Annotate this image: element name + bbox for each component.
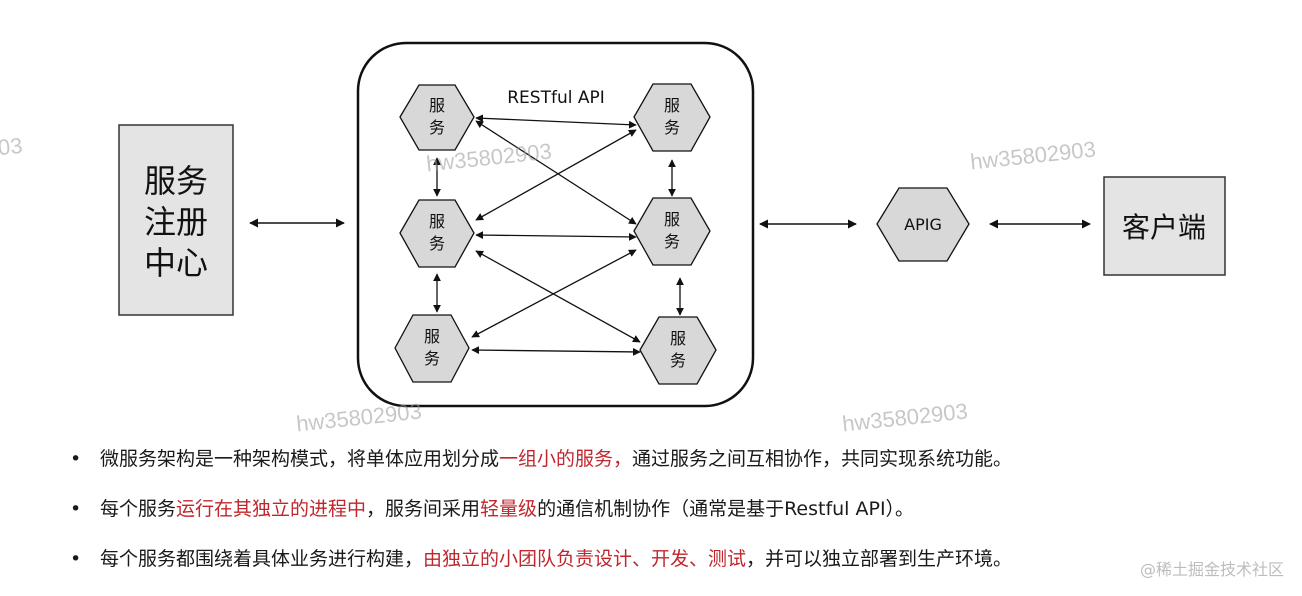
apig-label: APIG <box>904 215 942 234</box>
juejin-community-mark: @稀土掘金技术社区 <box>1139 560 1284 579</box>
registry-label-line-3: 中心 <box>144 244 208 282</box>
architecture-diagram: 服务 注册 中心 RESTful API 服 务 服 务 服 务 服 <box>118 41 1226 408</box>
svg-text:务: 务 <box>670 351 686 370</box>
registry-label-line-2: 注册 <box>144 203 208 241</box>
bullet-item: •每个服务都围绕着具体业务进行构建，由独立的小团队负责设计、开发、测试，并可以独… <box>70 548 1013 570</box>
service-registry-box: 服务 注册 中心 <box>118 124 234 316</box>
svg-text:务: 务 <box>429 234 445 253</box>
service-links <box>433 114 684 356</box>
service-node: 服 务 <box>639 316 717 385</box>
svg-text:服: 服 <box>664 210 680 229</box>
svg-text:务: 务 <box>664 232 680 251</box>
registry-label-line-1: 服务 <box>144 162 208 200</box>
bullet-marker: • <box>70 448 82 470</box>
bullet-marker: • <box>70 498 82 520</box>
bullet-item: •每个服务运行在其独立的进程中，服务间采用轻量级的通信机制协作（通常是基于Res… <box>70 498 915 520</box>
svg-text:务: 务 <box>429 118 445 137</box>
svg-text:务: 务 <box>424 349 440 368</box>
service-node: 服 务 <box>399 199 475 268</box>
bullet-item: •微服务架构是一种架构模式，将单体应用划分成一组小的服务，通过服务之间互相协作，… <box>70 448 1013 470</box>
service-node: 服 务 <box>633 83 711 152</box>
svg-text:服: 服 <box>429 212 445 231</box>
svg-text:服: 服 <box>429 96 445 115</box>
svg-text:务: 务 <box>664 118 680 137</box>
restful-api-label: RESTful API <box>507 88 605 108</box>
svg-text:服: 服 <box>670 329 686 348</box>
client-label: 客户端 <box>1122 211 1206 244</box>
service-node: 服 务 <box>394 314 470 383</box>
services-container <box>356 41 755 408</box>
client-box: 客户端 <box>1103 176 1226 276</box>
service-node: 服 务 <box>633 197 711 266</box>
service-node: 服 务 <box>399 84 475 151</box>
apig-node: APIG <box>876 187 970 262</box>
svg-text:服: 服 <box>424 327 440 346</box>
watermark: 03 <box>0 132 24 161</box>
bullet-marker: • <box>70 548 82 570</box>
svg-text:服: 服 <box>664 96 680 115</box>
